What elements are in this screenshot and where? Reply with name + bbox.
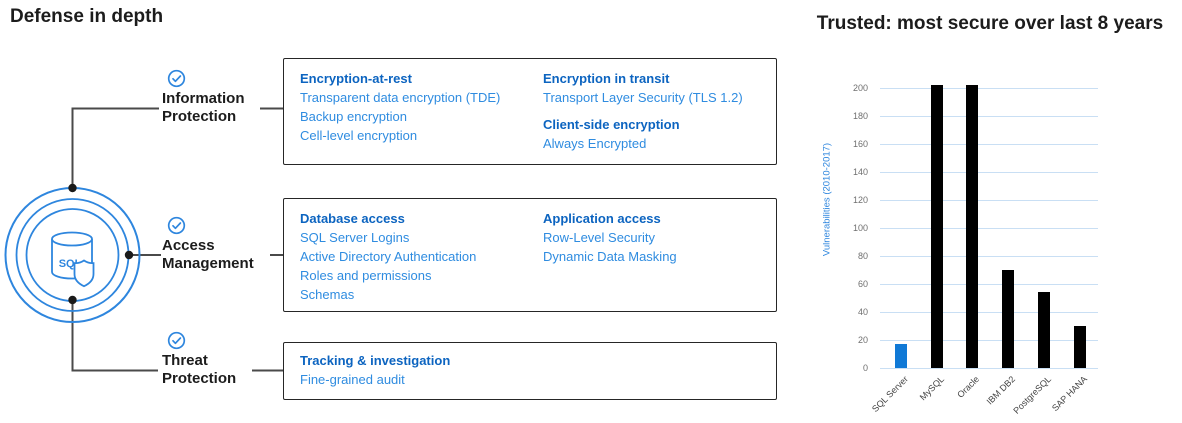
- connector-threat-protection: [71, 302, 158, 372]
- box-item: SQL Server Logins: [300, 230, 410, 245]
- layer-title-line: Management: [162, 255, 254, 272]
- chart-y-tick-label: 40: [857, 307, 868, 317]
- check-circle-icon: [167, 331, 186, 350]
- chart-bar-ibm-db2: [1002, 270, 1015, 368]
- chart-y-tick-label: 0: [862, 363, 868, 373]
- chart-gridline: [880, 200, 1098, 201]
- check-circle-icon: [167, 69, 186, 88]
- layer-title-line: Threat: [162, 352, 208, 369]
- box-item: Always Encrypted: [543, 136, 647, 151]
- box-item: Backup encryption: [300, 109, 407, 124]
- chart-bar-mysql: [930, 85, 943, 368]
- chart-bar-sap-hana: [1073, 326, 1086, 368]
- box-heading: Encryption in transit: [543, 71, 670, 86]
- chart-y-tick-label: 140: [852, 167, 868, 177]
- box-heading: Tracking & investigation: [300, 353, 451, 368]
- shield-icon: [73, 259, 95, 288]
- box-item: Fine-grained audit: [300, 372, 405, 387]
- box-item: Roles and permissions: [300, 268, 432, 283]
- chart-bar-oracle: [966, 85, 979, 368]
- left-section-title: Defense in depth: [10, 6, 164, 27]
- chart-gridline: [880, 228, 1098, 229]
- chart-gridline: [880, 368, 1098, 369]
- chart-y-axis-label: Vulnerabilities (2010-2017): [821, 142, 833, 257]
- chart-y-tick-label: 160: [852, 139, 868, 149]
- box-heading: Client-side encryption: [543, 117, 680, 132]
- box-item: Active Directory Authentication: [300, 249, 477, 264]
- chart-x-tick-label: MySQL: [917, 374, 946, 403]
- chart-gridline: [880, 284, 1098, 285]
- chart-y-tick-label: 80: [857, 251, 868, 261]
- chart-gridline: [880, 88, 1098, 89]
- layer-label-threat-protection: Threat Protection: [162, 331, 282, 388]
- layer-title-line: Protection: [162, 108, 237, 125]
- chart-x-tick-label: Oracle: [955, 374, 982, 400]
- right-section-title: Trusted: most secure over last 8 years: [816, 13, 1164, 34]
- layer-title-line: Protection: [162, 370, 237, 387]
- chart-gridline: [880, 312, 1098, 313]
- chart-bar-sql-server: [895, 344, 907, 368]
- box-item: Transparent data encryption (TDE): [300, 90, 501, 105]
- layer-title-line: Information: [162, 90, 245, 107]
- box-item: Cell-level encryption: [300, 128, 418, 143]
- box-heading: Encryption-at-rest: [300, 71, 412, 86]
- layer-label-information-protection: Information Protection: [162, 69, 282, 126]
- chart-gridline: [880, 116, 1098, 117]
- box-item: Dynamic Data Masking: [543, 249, 677, 264]
- chart-x-tick-label: SQL Server: [869, 374, 911, 415]
- sql-database-icon: SQL: [51, 231, 95, 288]
- chart-y-tick-label: 200: [852, 83, 868, 93]
- defense-rings: [4, 187, 141, 323]
- box-heading: Database access: [300, 211, 405, 226]
- chart-y-tick-label: 60: [857, 279, 868, 289]
- connector-information-protection: [71, 107, 159, 186]
- layer-label-access-management: Access Management: [162, 216, 282, 273]
- connector-dots: [68, 183, 134, 305]
- chart-gridline: [880, 144, 1098, 145]
- box-heading: Application access: [543, 211, 661, 226]
- box-item: Row-Level Security: [543, 230, 655, 245]
- box-item: Schemas: [300, 287, 355, 302]
- chart-y-tick-label: 20: [857, 335, 868, 345]
- chart-gridline: [880, 172, 1098, 173]
- sql-icon-label: SQL: [59, 258, 82, 270]
- chart-y-tick-label: 100: [852, 223, 868, 233]
- layer-title-line: Access: [162, 237, 215, 254]
- chart-gridline: [880, 256, 1098, 257]
- chart-y-tick-label: 120: [852, 195, 868, 205]
- chart-x-tick-label: IBM DB2: [984, 374, 1018, 407]
- chart-x-tick-label: SAP HANA: [1049, 374, 1089, 414]
- chart-bar-postgresql: [1037, 292, 1050, 368]
- chart-y-tick-label: 180: [852, 111, 868, 121]
- check-circle-icon: [167, 216, 186, 235]
- chart-gridline: [880, 340, 1098, 341]
- chart-x-tick-label: PostgreSQL: [1011, 374, 1053, 416]
- box-item: Transport Layer Security (TLS 1.2): [543, 90, 743, 105]
